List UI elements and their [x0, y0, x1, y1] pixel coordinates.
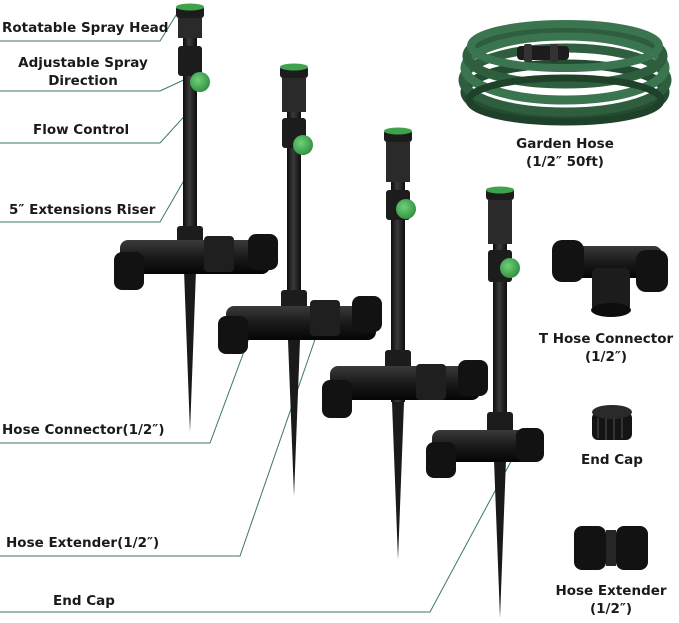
part-label-garden-hose: Garden Hose (1/2″ 50ft) [500, 135, 630, 171]
callout-spray-direction-line1: Adjustable Spray [18, 55, 148, 71]
part-label-end-cap: End Cap [581, 452, 643, 468]
hose-extender-icon [574, 526, 648, 570]
end-cap-icon [592, 405, 632, 440]
part-label-garden-hose-line1: Garden Hose [516, 136, 614, 152]
sprinkler-4 [426, 186, 544, 618]
part-label-hose-extender-line2: (1/2″) [589, 601, 633, 617]
part-label-hose-extender-line1: Hose Extender [555, 583, 667, 599]
sprinkler-3 [322, 127, 488, 560]
part-label-t-connector-line2: (1/2″) [584, 349, 628, 365]
callout-hose-extender: Hose Extender(1/2″) [6, 535, 160, 551]
callout-spray-direction: Adjustable Spray Direction [8, 54, 158, 90]
callout-flow-control: Flow Control [33, 122, 130, 138]
garden-hose-icon [458, 20, 672, 126]
sprinkler-1 [114, 3, 278, 432]
callout-spray-direction-line2: Direction [48, 73, 118, 89]
part-label-garden-hose-line2: (1/2″ 50ft) [526, 154, 604, 170]
t-hose-connector-icon [552, 240, 668, 317]
callout-end-cap: End Cap [53, 593, 115, 609]
callout-hose-connector: Hose Connector(1/2″) [2, 422, 165, 438]
callout-riser: 5″ Extensions Riser [9, 202, 156, 218]
part-label-t-connector-line1: T Hose Connector [538, 331, 674, 347]
sprinkler-2 [218, 63, 382, 496]
part-label-hose-extender: Hose Extender (1/2″) [546, 582, 676, 618]
part-label-t-connector: T Hose Connector (1/2″) [536, 330, 676, 366]
callout-spray-head: Rotatable Spray Head [2, 20, 169, 36]
callout-lines [0, 11, 517, 613]
